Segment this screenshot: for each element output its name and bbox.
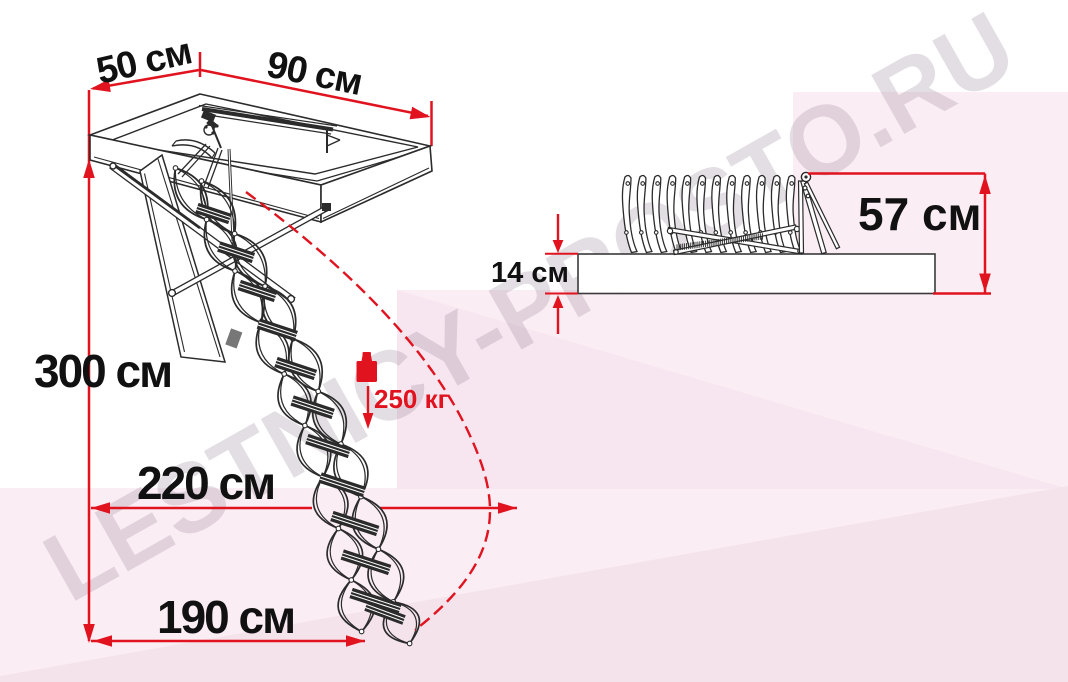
svg-text:14 см: 14 см [491,257,569,289]
svg-text:190 см: 190 см [157,591,294,643]
svg-text:250 кг: 250 кг [374,384,449,414]
svg-text:220 см: 220 см [137,457,274,509]
svg-text:57 см: 57 см [858,188,982,240]
svg-text:300 см: 300 см [34,345,171,397]
